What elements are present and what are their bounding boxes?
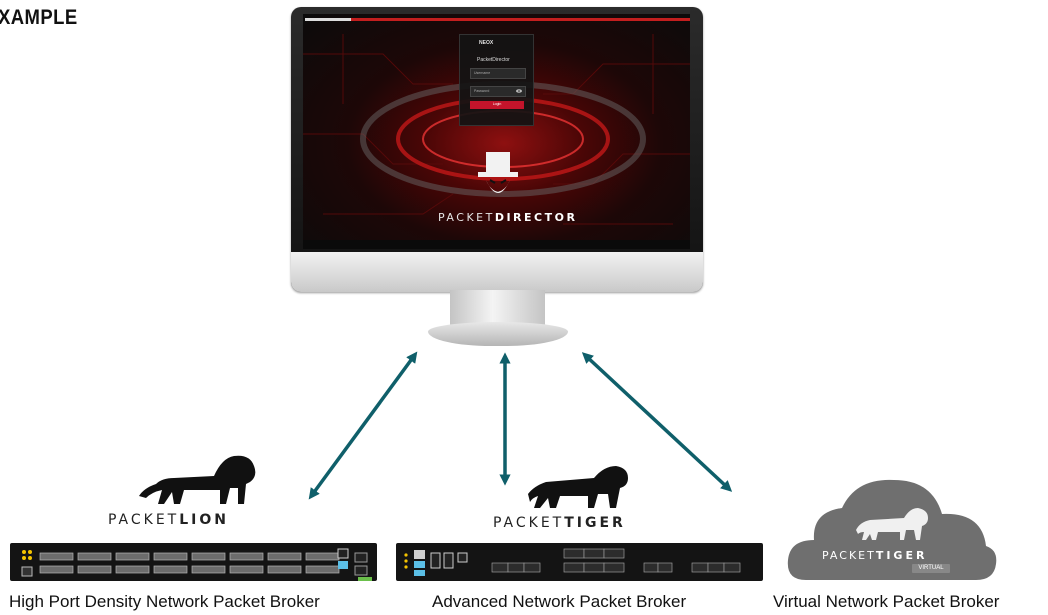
brand-suffix: TIGER (875, 549, 928, 562)
username-placeholder: Username (474, 71, 491, 75)
monitor-stand (450, 290, 545, 328)
packetlion-appliance (10, 543, 377, 581)
brand-prefix: PACKET (822, 549, 876, 562)
browser-progress-bar (305, 18, 690, 21)
password-field[interactable]: Password (470, 86, 526, 97)
appliance-ports (404, 548, 741, 576)
bidirectional-arrow-icon (581, 352, 733, 492)
appliance-ports (21, 548, 372, 581)
packettiger-brand: PACKETTIGER (493, 515, 626, 531)
login-title: PacketDirector (477, 57, 510, 63)
login-panel (459, 34, 534, 126)
tiger-icon (856, 508, 928, 540)
password-placeholder: Password (474, 89, 490, 93)
monitor-stand-base (428, 322, 568, 346)
caption-packettiger: Advanced Network Packet Broker (432, 592, 687, 611)
monitor-chin (291, 252, 703, 292)
brand-prefix: PACKET (493, 515, 565, 531)
cloud-icon (787, 479, 997, 580)
packetlion-brand: PACKETLION (108, 512, 229, 528)
brand-suffix: LION (179, 512, 229, 528)
caption-packettiger-virtual: Virtual Network Packet Broker (773, 592, 1000, 611)
virtual-badge: VIRTUAL (912, 564, 950, 573)
login-button[interactable]: Login (470, 101, 524, 109)
login-button-label: Login (492, 102, 502, 106)
username-field[interactable]: Username (470, 68, 526, 79)
eye-icon[interactable] (516, 89, 522, 93)
caption-packetlion: High Port Density Network Packet Broker (9, 592, 320, 611)
brand-suffix: DIRECTOR (494, 211, 578, 224)
lion-icon (139, 455, 256, 504)
login-logo: NEOX (479, 40, 494, 46)
page-heading: XAMPLE (0, 6, 78, 29)
brand-suffix: TIGER (564, 515, 626, 531)
brand-prefix: PACKET (108, 512, 180, 528)
packettiger-appliance (396, 543, 763, 581)
bidirectional-arrow-icon (308, 351, 418, 500)
top-hat-icon (478, 152, 518, 193)
packettiger-virtual-brand: PACKETTIGER (822, 549, 927, 562)
tiger-icon (528, 466, 628, 508)
packetdirector-brand: PACKETDIRECTOR (438, 211, 577, 224)
brand-prefix: PACKET (438, 211, 495, 224)
